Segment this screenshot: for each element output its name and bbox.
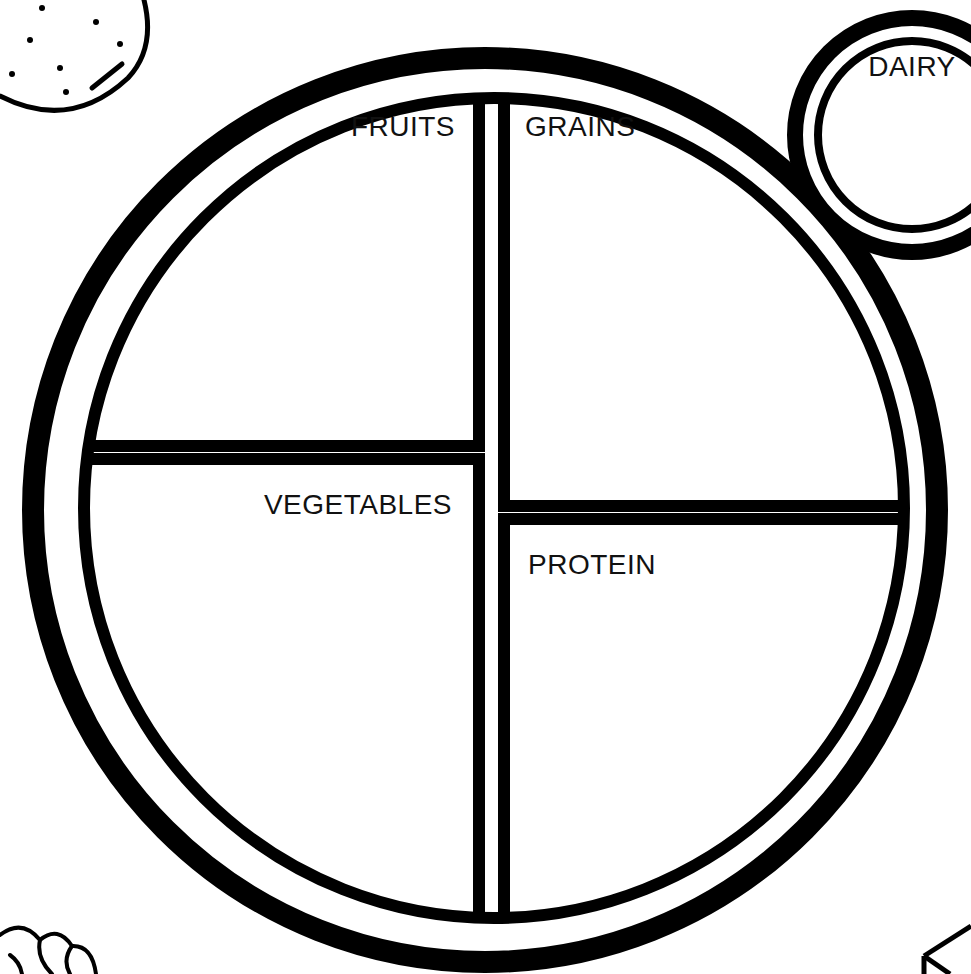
section-border	[60, 459, 479, 960]
fruits-section: FRUITS	[60, 60, 479, 446]
bread-mark	[92, 64, 122, 88]
box-doodle	[924, 926, 971, 974]
section-label: PROTEIN	[528, 550, 656, 581]
dairy-rim	[795, 18, 971, 252]
section-outline	[60, 459, 479, 960]
section-outline	[787, 10, 971, 260]
vegetables-section: VEGETABLES	[60, 459, 479, 960]
section-label: DAIRY	[868, 52, 956, 83]
section-outline	[504, 519, 930, 960]
section-label: GRAINS	[525, 112, 635, 143]
plate-rim	[33, 58, 937, 962]
section-label: VEGETABLES	[264, 490, 452, 521]
dairy-circle: DAIRY	[787, 10, 971, 260]
bread-doodle	[0, 0, 148, 110]
section-border	[60, 60, 479, 446]
bread-dots	[9, 5, 123, 95]
protein-section: PROTEIN	[504, 519, 930, 960]
leaf-doodle	[0, 928, 96, 974]
section-label: FRUITS	[351, 112, 455, 143]
dairy-inner-ring	[818, 41, 971, 229]
section-border	[504, 519, 930, 960]
